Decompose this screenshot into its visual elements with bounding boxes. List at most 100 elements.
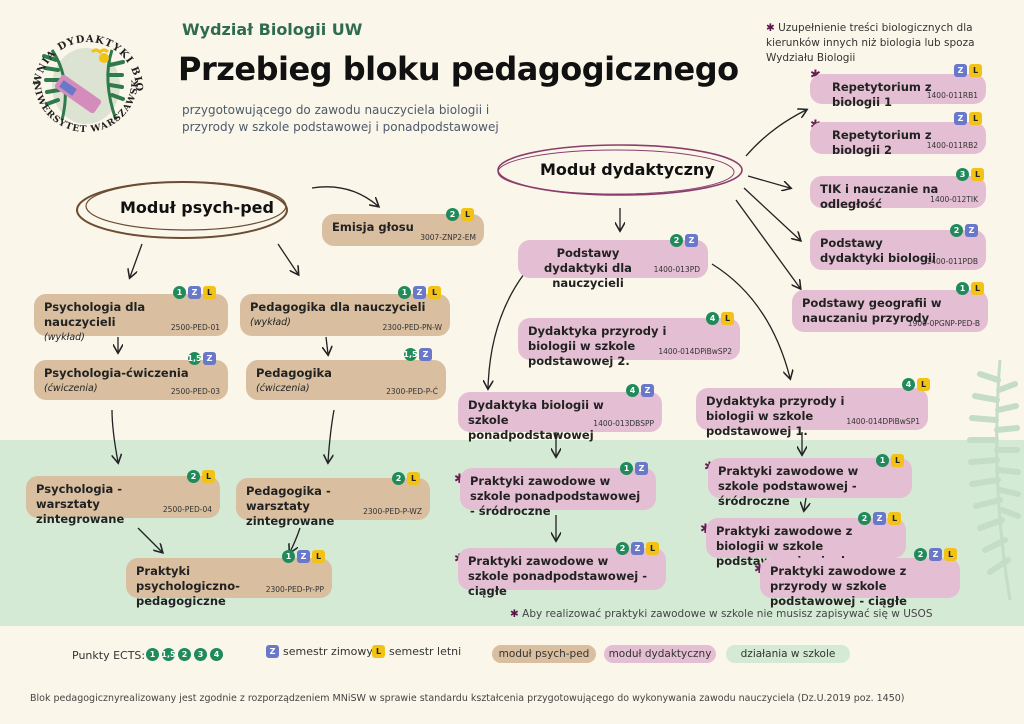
badges-psych-wz: 2 L — [187, 470, 215, 483]
course-label: Psychologia - warsztaty zintegrowane — [36, 482, 125, 526]
practice-note: ✱ Aby realizować praktyki zawodowe w szk… — [510, 608, 932, 620]
badges-dyd-przyr2: 4 L — [706, 312, 734, 325]
course-praktyki-ponad-ciagle[interactable]: Praktyki zawodowe w szkole ponadpodstawo… — [458, 548, 666, 598]
legend-mod-psych: moduł psych-ped — [492, 645, 596, 663]
badges-dyd-przyr1: 4 L — [902, 378, 930, 391]
winter-badge: Z — [635, 462, 648, 475]
badges-rep2: Z L — [954, 112, 982, 125]
legend-ects-3: 3 — [194, 648, 207, 661]
ects-badge: 1 — [282, 550, 295, 563]
course-label: TIK i nauczanie na odległość — [820, 182, 939, 211]
course-code: 1400-013DBSPP — [593, 419, 654, 428]
course-code: 1400-012TIK — [930, 195, 978, 204]
legend-summer-label: semestr letni — [389, 645, 462, 658]
course-code: 2300-PED-Pr-PP — [265, 585, 324, 594]
summer-badge: L — [646, 542, 659, 555]
course-label: Praktyki psychologiczno-pedagogiczne — [136, 564, 240, 608]
course-emisja[interactable]: Emisja głosu 3007-ZNP2-EM — [322, 214, 484, 246]
course-pedagogika-warsztaty[interactable]: Pedagogika - warsztaty zintegrowane 2300… — [236, 478, 430, 528]
summer-badge: L — [891, 454, 904, 467]
ects-badge: 1 — [956, 282, 969, 295]
course-code: 1400-014DPiBwSP1 — [846, 417, 920, 426]
badges-prakt-ponad-sr: 1 Z — [620, 462, 648, 475]
legend-ects-label: Punkty ECTS: — [72, 649, 146, 662]
course-dydaktyka-przyrody-1[interactable]: Dydaktyka przyrody i biologii w szkole p… — [696, 388, 928, 438]
ects-badge: 2 — [187, 470, 200, 483]
winter-badge: Z — [419, 348, 432, 361]
course-dydaktyka-biologii-ponad[interactable]: Dydaktyka biologii w szkole ponadpodstaw… — [458, 392, 662, 442]
ects-badge: 4 — [706, 312, 719, 325]
legend-ects-2: 2 — [178, 648, 191, 661]
footer-text: Blok pedagogicznyrealizowany jest zgodni… — [30, 693, 905, 704]
legend-school: działania w szkole — [726, 645, 850, 663]
course-label: Emisja głosu — [332, 220, 414, 234]
badges-prakt-ponad-ci: 2 Z L — [616, 542, 659, 555]
course-code: 2500-PED-03 — [170, 387, 220, 396]
winter-badge: Z — [954, 112, 967, 125]
course-label: Podstawy dydaktyki dla nauczycieli — [544, 246, 632, 290]
summer-badge: L — [461, 208, 474, 221]
course-psychologia-cwiczenia[interactable]: Psychologia-ćwiczenia (ćwiczenia) 2500-P… — [34, 360, 228, 400]
winter-badge: Z — [188, 286, 201, 299]
star-icon: ✱ — [700, 522, 711, 537]
course-code: 2500-PED-01 — [170, 323, 220, 332]
course-code: 3007-ZNP2-EM — [420, 233, 476, 242]
winter-badge: Z — [631, 542, 644, 555]
ects-badge: 1,5 — [187, 352, 202, 365]
pracownia-logo: PRACOWNIA DYDAKTYKI BIOLOGII UNIWERSYTET… — [7, 2, 160, 158]
course-code: 2300-PED-P-WZ — [363, 507, 422, 516]
summer-badge: L — [203, 286, 216, 299]
summer-badge: L — [202, 470, 215, 483]
course-praktyki-ponad-srodroczne[interactable]: Praktyki zawodowe w szkole ponadpodstawo… — [460, 468, 656, 518]
course-psychologia-warsztaty[interactable]: Psychologia - warsztaty zintegrowane 250… — [26, 476, 220, 526]
legend-ects-1: 1 — [146, 648, 159, 661]
course-dydaktyka-przyrody-2[interactable]: Dydaktyka przyrody i biologii w szkole p… — [518, 318, 740, 368]
ects-badge: 4 — [626, 384, 639, 397]
badges-prakt-przyr-ci: 2 Z L — [914, 548, 957, 561]
winter-badge: Z — [203, 352, 216, 365]
ects-badge: 2 — [392, 472, 405, 485]
ects-badge: 2 — [670, 234, 683, 247]
course-praktyki-przyroda-ciagle[interactable]: Praktyki zawodowe z przyrody w szkole po… — [760, 558, 960, 608]
winter-badge: Z — [685, 234, 698, 247]
course-label: Dydaktyka przyrody i biologii w szkole p… — [528, 324, 667, 368]
course-repetytorium-2[interactable]: Repetytorium z biologii 2 1400-011RB2 — [810, 122, 986, 157]
ects-badge: 1 — [173, 286, 186, 299]
supplement-note: ✱ Uzupełnienie treści biologicznych dla … — [766, 21, 1016, 66]
badges-dyd-bio-ponad: 4 Z — [626, 384, 654, 397]
course-psychologia-dla-nauczycieli[interactable]: Psychologia dla nauczycieli (wykład) 250… — [34, 294, 228, 343]
course-repetytorium-1[interactable]: Repetytorium z biologii 1 1400-011RB1 — [810, 74, 986, 109]
badges-rep1: Z L — [954, 64, 982, 77]
course-code: 2300-PED-PN-W — [382, 323, 443, 332]
course-sub: (wykład) — [44, 332, 85, 343]
faculty-name: Wydział Biologii UW — [182, 20, 363, 39]
course-pedagogika[interactable]: Pedagogika (ćwiczenia) 2300-PED-P-Ć — [246, 360, 446, 400]
badges-podst-dyd-bio: 2 Z — [950, 224, 978, 237]
course-code: 1400-014DPiBwSP2 — [658, 347, 732, 356]
summer-badge: L — [888, 512, 901, 525]
winter-badge: Z — [929, 548, 942, 561]
module-psych-ped: Moduł psych-ped — [120, 198, 274, 217]
badges-ped-naucz: 1 Z L — [398, 286, 441, 299]
ects-badge: 1 — [620, 462, 633, 475]
badges-psych-cw: 1,5 Z — [187, 352, 216, 365]
badges-ped: 1,5 Z — [403, 348, 432, 361]
summer-badge: L — [969, 112, 982, 125]
course-pedagogika-dla-nauczycieli[interactable]: Pedagogika dla nauczycieli (wykład) 2300… — [240, 294, 450, 336]
course-podstawy-geografii[interactable]: Podstawy geografii w nauczaniu przyrody … — [792, 290, 988, 332]
course-label: Psychologia dla nauczycieli — [44, 300, 146, 329]
course-praktyki-psych-ped[interactable]: Praktyki psychologiczno-pedagogiczne 230… — [126, 558, 332, 608]
legend-winter: Z semestr zimowy — [266, 645, 373, 658]
legend-winter-label: semestr zimowy — [283, 645, 373, 658]
ects-badge: 2 — [616, 542, 629, 555]
winter-badge: Z — [413, 286, 426, 299]
ects-badge: 2 — [914, 548, 927, 561]
star-icon: ✱ — [510, 608, 519, 620]
legend-ects-4: 4 — [210, 648, 223, 661]
summer-badge: L — [917, 378, 930, 391]
course-tik[interactable]: TIK i nauczanie na odległość 1400-012TIK — [810, 176, 986, 211]
course-label: Repetytorium z biologii 1 — [832, 80, 932, 109]
course-sub: (ćwiczenia) — [256, 383, 310, 394]
course-podstawy-dydaktyki[interactable]: Podstawy dydaktyki dla nauczycieli 1400-… — [518, 240, 708, 290]
